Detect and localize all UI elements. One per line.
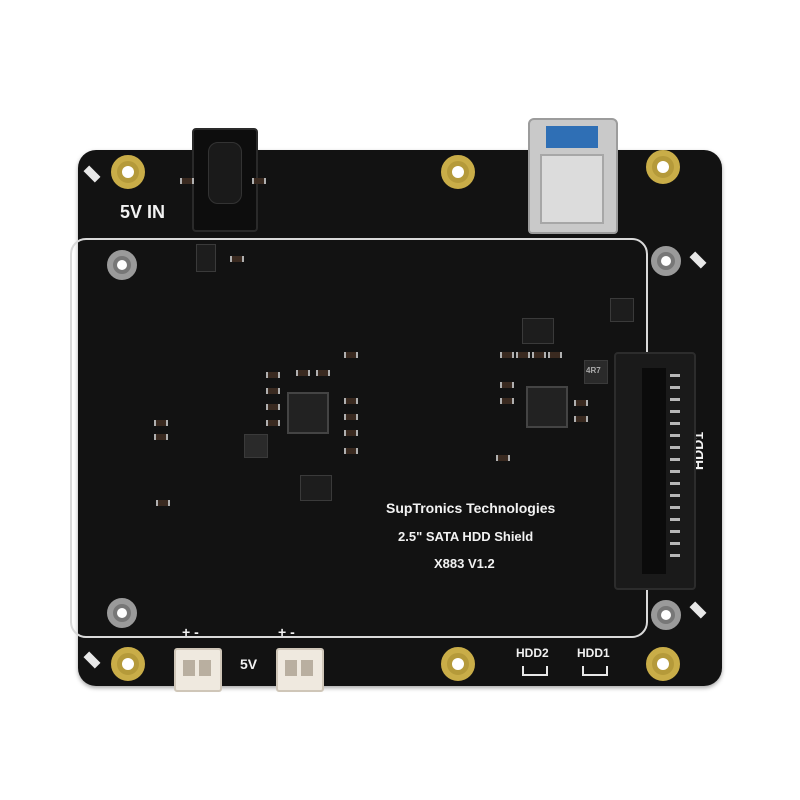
sata-pin: [670, 554, 680, 557]
sata-pin: [670, 422, 680, 425]
smd-component: [154, 420, 168, 426]
diode: [196, 244, 216, 272]
smd-component: [316, 370, 330, 376]
regulator-chip: [522, 318, 554, 344]
smd-component: [156, 500, 170, 506]
smd-component: [500, 382, 514, 388]
label-polarity-right: + -: [278, 624, 295, 640]
smd-component: [266, 420, 280, 426]
controller-chip-right: [526, 386, 568, 428]
inductor: [584, 360, 608, 384]
smd-component: [266, 404, 280, 410]
smd-component: [516, 352, 530, 358]
label-led-hdd1: HDD1: [577, 646, 610, 660]
hdd-hole-bottom-right: [651, 600, 681, 630]
smd-component: [180, 178, 194, 184]
mount-hole-bottom-left: [111, 647, 145, 681]
jst-cavity: [183, 660, 195, 676]
mount-hole-bottom-right: [646, 647, 680, 681]
smd-component: [574, 416, 588, 422]
smd-component: [574, 400, 588, 406]
sata-pin: [670, 398, 680, 401]
mount-hole-top-left: [111, 155, 145, 189]
smd-component: [266, 372, 280, 378]
smd-component: [230, 256, 244, 262]
sata-pin: [670, 494, 680, 497]
smd-component: [500, 352, 514, 358]
jst-cavity: [301, 660, 313, 676]
label-inductor: 4R7: [586, 366, 601, 375]
smd-component: [500, 398, 514, 404]
sata-pin: [670, 482, 680, 485]
smd-component: [344, 398, 358, 404]
sata-pin: [670, 470, 680, 473]
smd-component: [344, 352, 358, 358]
jst-cavity: [199, 660, 211, 676]
smd-component: [296, 370, 310, 376]
sata-slot: [642, 368, 666, 574]
sata-pin: [670, 458, 680, 461]
hdd-hole-top-left: [107, 250, 137, 280]
led-hdd1: [582, 666, 608, 676]
controller-chip-left: [287, 392, 329, 434]
mount-hole-top-mid: [441, 155, 475, 189]
led-hdd2: [522, 666, 548, 676]
jst-connector-left: [174, 648, 222, 692]
sata-pin: [670, 374, 680, 377]
sata-connector: [614, 352, 696, 590]
jst-connector-right: [276, 648, 324, 692]
hdd-hole-bottom-left: [107, 598, 137, 628]
label-board-name: SupTronics Technologies: [386, 500, 556, 516]
mount-hole-top-right: [646, 150, 680, 184]
sata-pin: [670, 542, 680, 545]
smd-component: [252, 178, 266, 184]
dc-barrel: [208, 142, 242, 204]
smd-component: [344, 414, 358, 420]
sata-pin: [670, 506, 680, 509]
sata-pin: [670, 530, 680, 533]
usb3-housing: [540, 154, 604, 224]
sata-pin: [670, 518, 680, 521]
label-product-line: 2.5" SATA HDD Shield: [398, 529, 534, 544]
smd-component: [548, 352, 562, 358]
smd-component: [532, 352, 546, 358]
usb3-port: [528, 118, 618, 234]
dc-barrel-jack: [192, 128, 258, 232]
label-led-hdd2: HDD2: [516, 646, 549, 660]
smd-component: [154, 434, 168, 440]
sata-pin: [670, 446, 680, 449]
hdd-hole-top-right: [651, 246, 681, 276]
jst-cavity: [285, 660, 297, 676]
usb3-tongue: [546, 126, 598, 148]
inductor: [244, 434, 268, 458]
mount-hole-bottom-mid: [441, 647, 475, 681]
smd-component: [266, 388, 280, 394]
sata-pin: [670, 434, 680, 437]
smd-component: [496, 455, 510, 461]
sata-pin: [670, 386, 680, 389]
smd-component: [344, 448, 358, 454]
sata-pin: [670, 410, 680, 413]
label-polarity-left: + -: [182, 624, 199, 640]
smd-component: [344, 430, 358, 436]
transistor: [610, 298, 634, 322]
regulator-chip: [300, 475, 332, 501]
label-aux-power: 5V: [240, 656, 258, 672]
label-model: X883 V1.2: [434, 556, 495, 571]
label-power-in: 5V IN: [120, 202, 166, 222]
